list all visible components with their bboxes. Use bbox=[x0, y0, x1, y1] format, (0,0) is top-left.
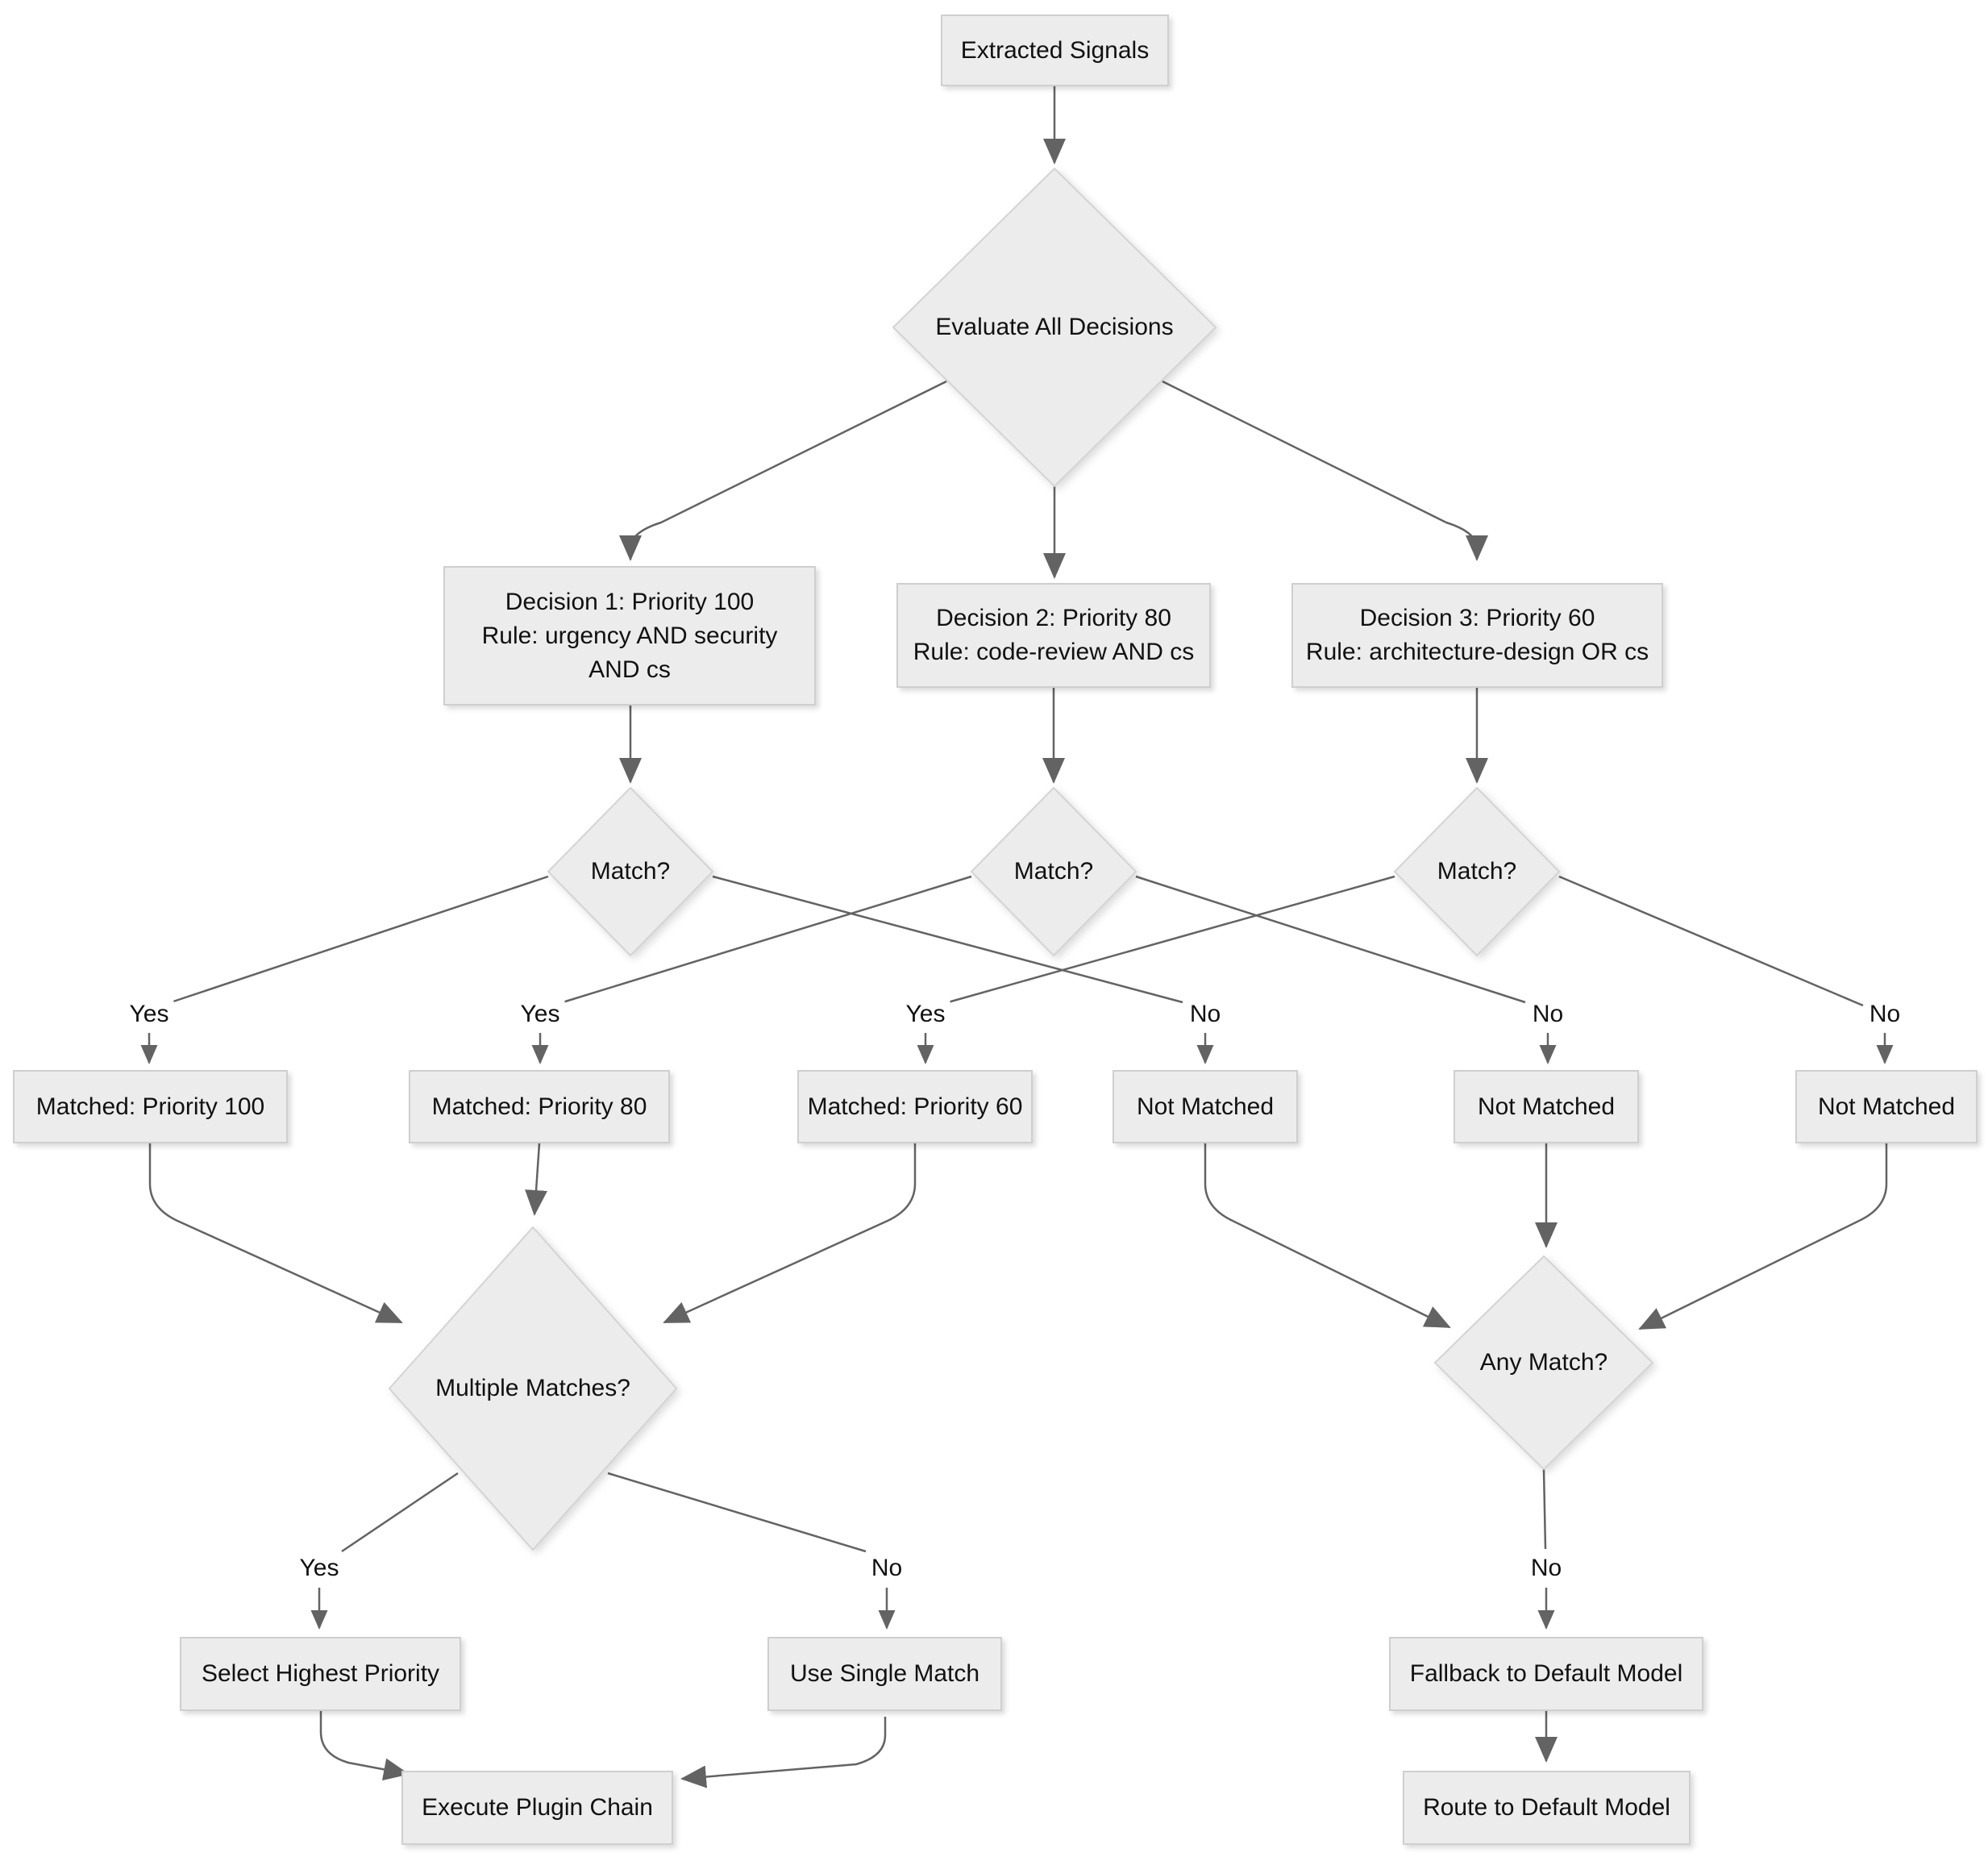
edge-match1-yes-line bbox=[170, 875, 549, 1004]
match1-diamond bbox=[547, 786, 714, 957]
edge-any-no-line bbox=[1542, 1468, 1547, 1550]
node-select-highest-priority: Select Highest Priority bbox=[180, 1637, 461, 1711]
node-not-matched-2: Not Matched bbox=[1454, 1070, 1639, 1143]
node-decision3: Decision 3: Priority 60 Rule: architectu… bbox=[1291, 583, 1663, 688]
node-fallback-to-default-model: Fallback to Default Model bbox=[1389, 1637, 1703, 1711]
label-match3: Match? bbox=[1437, 858, 1517, 885]
node-use-single-match: Use Single Match bbox=[767, 1637, 1002, 1711]
label-multiple-matches: Multiple Matches? bbox=[435, 1375, 630, 1401]
label-evaluate-all-decisions: Evaluate All Decisions bbox=[935, 314, 1174, 340]
evaluate-all-decisions-diamond bbox=[892, 167, 1217, 488]
any-match-diamond bbox=[1433, 1255, 1654, 1471]
edge-label-multiple-no: No bbox=[866, 1555, 908, 1582]
edge-match2-yes-line bbox=[562, 875, 972, 1004]
edge-match2-no-line bbox=[1135, 875, 1526, 1004]
edge-select-execute bbox=[319, 1711, 410, 1781]
node-route-to-default-model: Route to Default Model bbox=[1403, 1771, 1691, 1845]
node-execute-plugin-chain: Execute Plugin Chain bbox=[401, 1771, 673, 1845]
edge-evaluate-decision1 bbox=[619, 380, 947, 561]
multiple-matches-diamond bbox=[388, 1226, 678, 1551]
edge-match1-no-line bbox=[712, 875, 1183, 1004]
edge-label-match2-yes: Yes bbox=[515, 1001, 565, 1028]
node-matched-priority-80: Matched: Priority 80 bbox=[409, 1070, 670, 1143]
node-extracted-signals: Extracted Signals bbox=[941, 15, 1169, 86]
edge-label-any-no: No bbox=[1525, 1555, 1567, 1582]
edge-multiple-no-line bbox=[607, 1472, 867, 1553]
match3-diamond bbox=[1393, 786, 1561, 957]
label-match1: Match? bbox=[590, 858, 671, 885]
edge-label-match2-no: No bbox=[1527, 1001, 1569, 1028]
edge-single-execute bbox=[680, 1717, 887, 1788]
label-match2: Match? bbox=[1013, 858, 1094, 885]
edge-multiple-yes-line bbox=[341, 1472, 459, 1553]
node-matched-priority-60: Matched: Priority 60 bbox=[797, 1070, 1033, 1143]
edge-matched100-multiple bbox=[148, 1143, 403, 1324]
edge-evaluate-decision3 bbox=[1162, 380, 1488, 561]
diamond-shapes bbox=[388, 167, 1654, 1551]
edge-label-match3-yes: Yes bbox=[900, 1001, 950, 1028]
edge-label-match1-no: No bbox=[1184, 1001, 1226, 1028]
node-decision2: Decision 2: Priority 80 Rule: code-revie… bbox=[896, 583, 1211, 688]
edge-paths bbox=[140, 86, 1894, 1788]
node-not-matched-3: Not Matched bbox=[1795, 1070, 1978, 1143]
edge-match3-yes-line bbox=[947, 875, 1395, 1004]
edge-label-match3-no: No bbox=[1864, 1001, 1906, 1028]
edge-matched60-multiple bbox=[663, 1143, 917, 1324]
edge-notmatched3-any bbox=[1638, 1143, 1888, 1330]
node-decision1: Decision 1: Priority 100 Rule: urgency A… bbox=[443, 566, 816, 706]
edge-matched80-multiple bbox=[525, 1143, 548, 1216]
node-matched-priority-100: Matched: Priority 100 bbox=[13, 1070, 288, 1143]
edge-label-multiple-yes: Yes bbox=[294, 1555, 344, 1582]
edge-label-match1-yes: Yes bbox=[124, 1001, 174, 1028]
edge-match3-no-line bbox=[1558, 875, 1864, 1007]
match2-diamond bbox=[970, 786, 1137, 957]
edge-notmatched1-any bbox=[1204, 1143, 1451, 1329]
node-not-matched-1: Not Matched bbox=[1113, 1070, 1298, 1143]
label-any-match: Any Match? bbox=[1479, 1349, 1608, 1376]
